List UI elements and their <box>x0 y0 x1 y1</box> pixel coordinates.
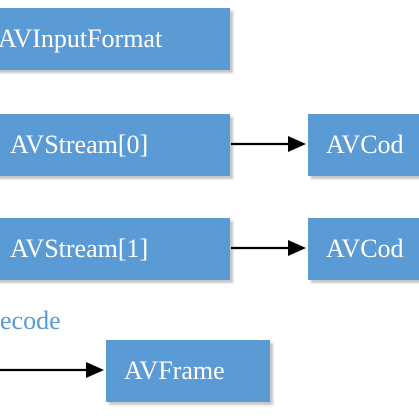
avcodec-0-label: AVCod <box>326 130 404 159</box>
arrow-decode-to-avframe <box>0 362 104 378</box>
avstream-1-node: AVStream[1] <box>0 218 230 280</box>
avframe-node: AVFrame <box>106 340 270 402</box>
avstream-0-node: AVStream[0] <box>0 114 230 176</box>
avcodec-1-node: AVCod <box>308 218 419 280</box>
avcodec-0-node: AVCod <box>308 114 419 176</box>
avinputformat-node: AVInputFormat <box>0 8 230 70</box>
avstream-1-label: AVStream[1] <box>10 234 149 263</box>
avinputformat-label: AVInputFormat <box>0 24 163 53</box>
avframe-label: AVFrame <box>124 356 225 385</box>
avcodec-1-label: AVCod <box>326 234 404 263</box>
avstream-0-label: AVStream[0] <box>10 130 149 159</box>
arrow-stream0-to-codec0 <box>231 136 306 152</box>
decode-label: ecode <box>0 306 61 335</box>
arrow-stream1-to-codec1 <box>231 240 306 256</box>
